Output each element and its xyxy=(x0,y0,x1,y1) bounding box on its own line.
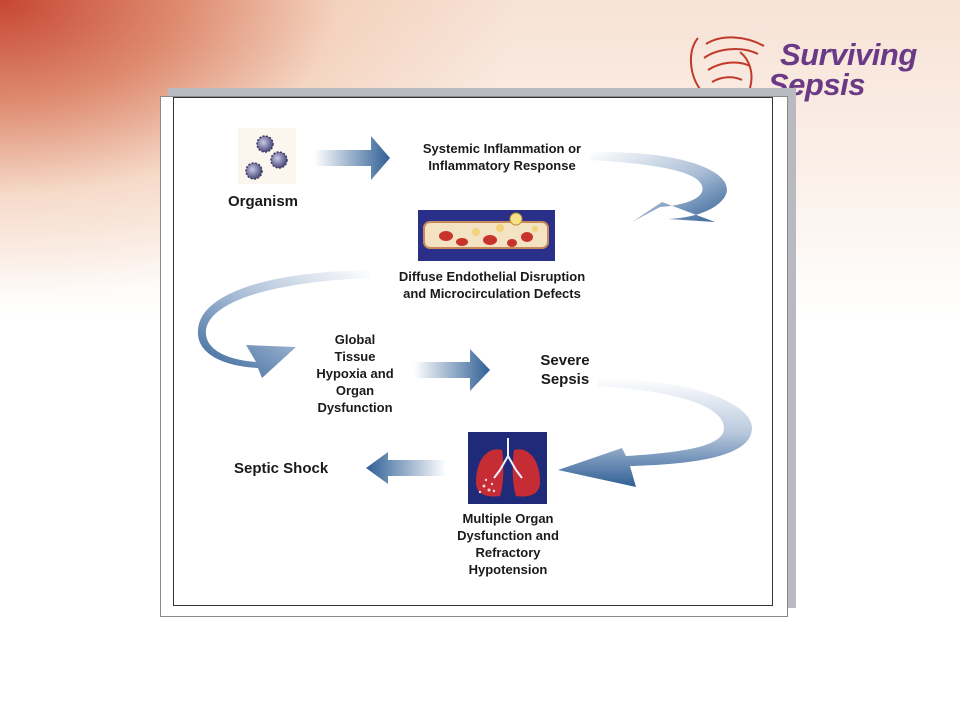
global-line3: Hypoxia and xyxy=(316,366,394,381)
severe-line2: Sepsis xyxy=(540,371,590,388)
global-line4: Organ xyxy=(335,383,375,398)
organism-text: Organism xyxy=(228,193,299,210)
systemic-line2: Inflammatory Response xyxy=(428,158,576,173)
global-line2: Tissue xyxy=(334,349,376,364)
logo-wordmark: Surviving Sepsis xyxy=(768,37,917,100)
arrow-organism-to-systemic xyxy=(314,136,390,180)
label-organism: Organism xyxy=(228,192,298,211)
label-endothelial-disruption: Diffuse Endothelial Disruption and Micro… xyxy=(372,268,612,302)
blood-vessel-icon xyxy=(418,210,555,261)
curved-arrow-severe-to-mod xyxy=(558,378,752,487)
label-multiple-organ-dysfunction: Multiple Organ Dysfunction and Refractor… xyxy=(438,510,578,578)
mod-line1: Multiple Organ xyxy=(462,511,554,526)
mod-line2: Dysfunction and xyxy=(457,528,559,543)
global-line5: Dysfunction xyxy=(317,400,393,415)
septic-shock-text: Septic Shock xyxy=(234,460,329,477)
endothelial-line2: and Microcirculation Defects xyxy=(403,286,581,301)
arrow-mod-to-septic-shock xyxy=(366,452,446,484)
lungs-icon xyxy=(468,432,547,504)
curved-arrow-endothelial-to-global xyxy=(197,270,370,378)
endothelial-line1: Diffuse Endothelial Disruption xyxy=(398,269,586,284)
label-severe-sepsis: Severe Sepsis xyxy=(520,351,610,389)
systemic-line1: Systemic Inflammation or xyxy=(422,141,582,156)
label-systemic-inflammation: Systemic Inflammation or Inflammatory Re… xyxy=(392,140,612,174)
label-global-tissue-hypoxia: Global Tissue Hypoxia and Organ Dysfunct… xyxy=(300,331,410,416)
arrow-global-to-severe xyxy=(414,349,490,391)
organism-icon xyxy=(238,128,296,184)
logo-line1: Surviving xyxy=(780,37,917,72)
label-septic-shock: Septic Shock xyxy=(234,459,328,478)
severe-line1: Severe xyxy=(540,352,590,369)
mod-line3: Refractory xyxy=(475,545,541,560)
global-line1: Global xyxy=(334,332,376,347)
mod-line4: Hypotension xyxy=(468,562,548,577)
curved-arrow-systemic-to-endothelial xyxy=(590,151,727,222)
